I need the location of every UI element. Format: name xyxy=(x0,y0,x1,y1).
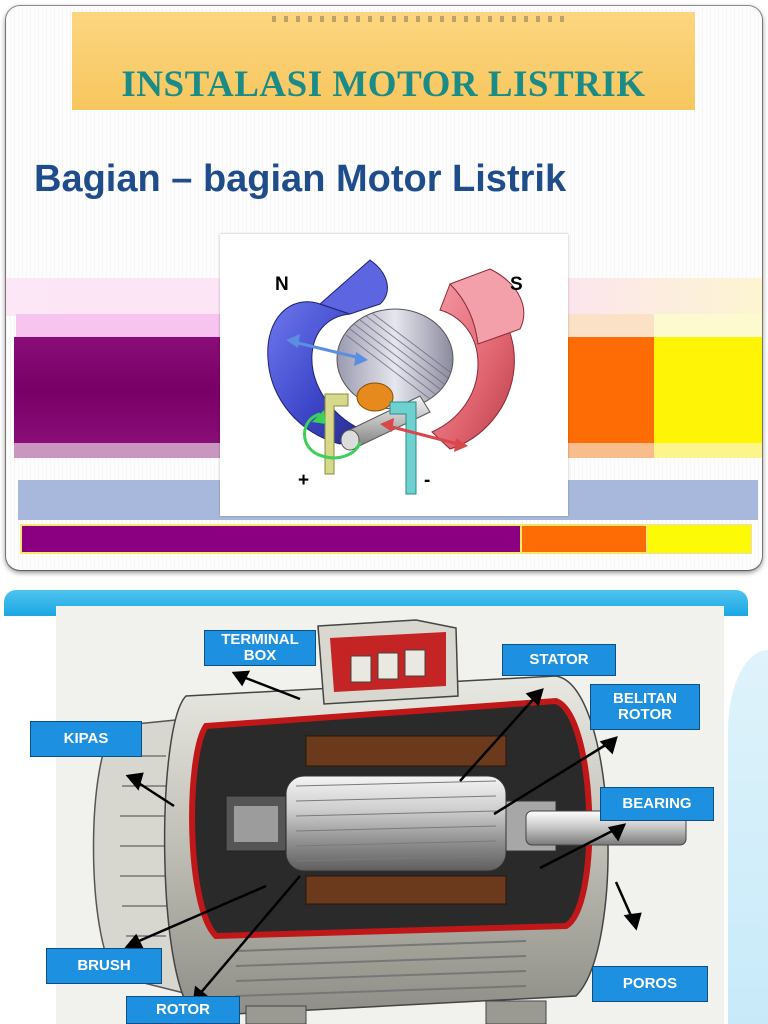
decor-band xyxy=(646,524,752,554)
label-rotor: ROTOR xyxy=(126,996,240,1024)
label-kipas: KIPAS xyxy=(30,721,142,757)
decor-band xyxy=(564,443,654,458)
label-bearing: BEARING xyxy=(600,787,714,821)
decor-band xyxy=(522,524,646,554)
decor-wave xyxy=(728,650,768,1024)
slide-title-panel: INSTALASI MOTOR LISTRIK Bagian – bagian … xyxy=(6,6,762,570)
slide-motor-parts-panel: TERMINAL BOX STATOR BELITAN ROTOR KIPAS … xyxy=(0,590,768,1024)
decor-band xyxy=(14,443,221,458)
label-poros: POROS xyxy=(592,966,708,1002)
motor-diagram-illustration xyxy=(267,259,525,495)
positive-terminal-label: + xyxy=(298,470,310,491)
label-brush: BRUSH xyxy=(46,948,162,984)
label-belitan-rotor: BELITAN ROTOR xyxy=(590,684,700,730)
decor-band xyxy=(20,524,522,554)
negative-terminal-label: - xyxy=(424,470,431,491)
title-banner: INSTALASI MOTOR LISTRIK xyxy=(72,12,695,110)
decor-band xyxy=(654,337,762,443)
decor-band xyxy=(564,337,654,443)
label-stator: STATOR xyxy=(502,644,616,676)
decor-dots xyxy=(272,16,572,22)
south-pole-label: S xyxy=(510,274,523,295)
slide-title: INSTALASI MOTOR LISTRIK xyxy=(121,64,646,105)
decor-band xyxy=(654,443,762,458)
dc-motor-diagram: N S + - xyxy=(220,234,568,516)
label-terminal-box: TERMINAL BOX xyxy=(204,630,316,666)
slide-subtitle: Bagian – bagian Motor Listrik xyxy=(34,158,567,200)
decor-band xyxy=(14,337,221,443)
north-pole-label: N xyxy=(275,274,289,295)
